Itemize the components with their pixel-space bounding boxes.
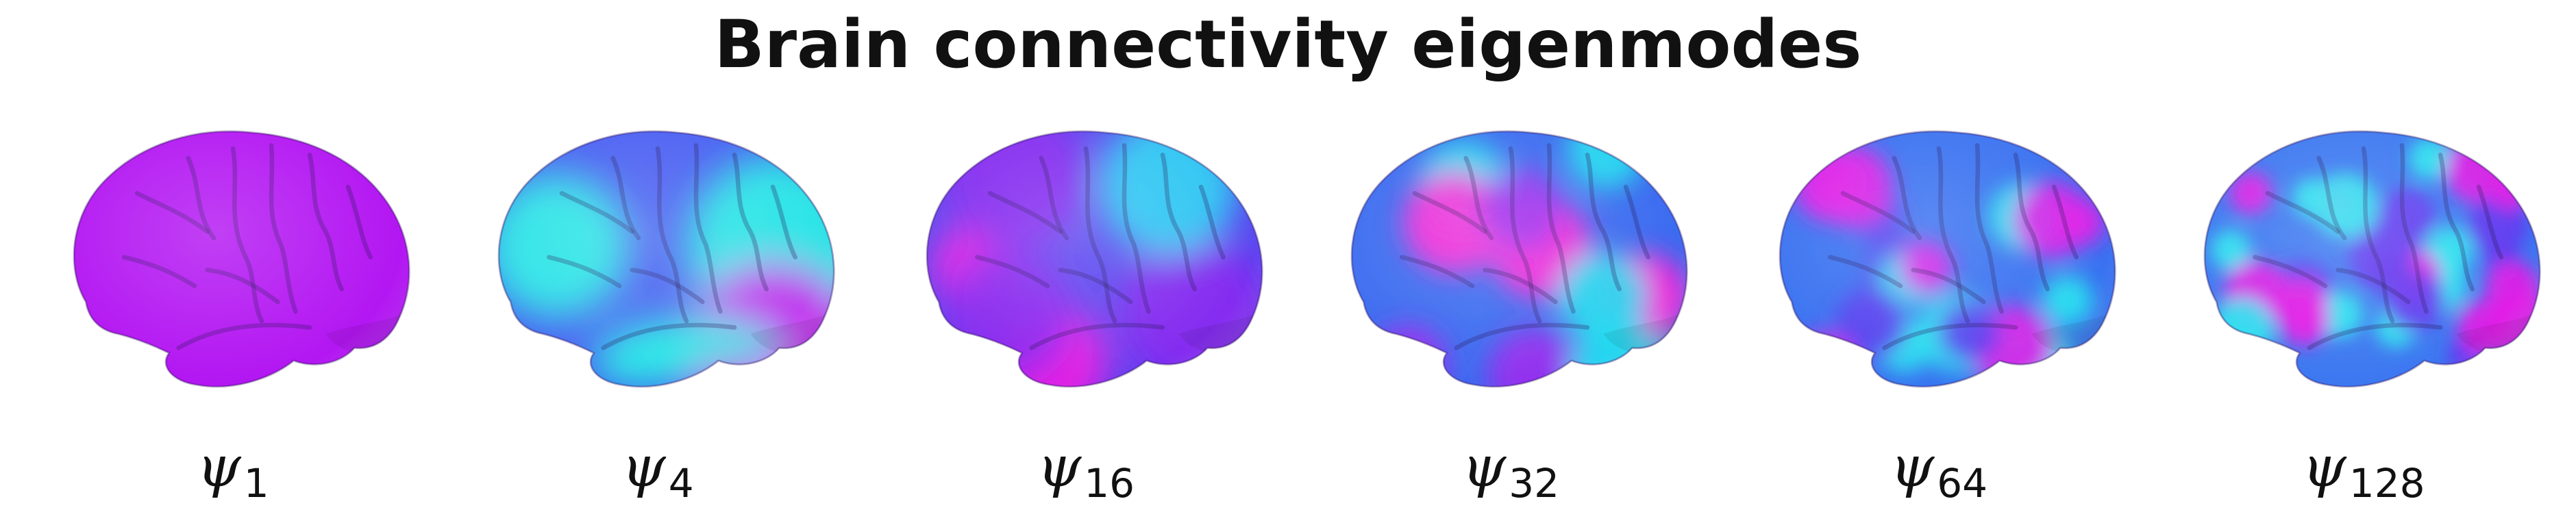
psi-symbol: ψ xyxy=(1890,435,1935,500)
psi-symbol: ψ xyxy=(1037,435,1082,500)
mode-label-32: ψ32 xyxy=(1374,430,1648,507)
mode-index-subscript: 1 xyxy=(243,460,269,507)
psi-symbol: ψ xyxy=(2302,435,2346,500)
mode-index-subscript: 32 xyxy=(1509,460,1560,507)
figure-title: Brain connectivity eigenmodes xyxy=(714,6,1862,83)
brain-surface-mode-32 xyxy=(1319,110,1702,418)
psi-symbol: ψ xyxy=(197,435,241,500)
mode-index-subscript: 4 xyxy=(668,460,694,507)
mode-label-16: ψ16 xyxy=(949,430,1223,507)
activation-blob xyxy=(1792,333,1856,387)
mode-index-subscript: 128 xyxy=(2349,460,2425,507)
mode-label-64: ψ64 xyxy=(1802,430,2076,507)
brain-surface-mode-64 xyxy=(1747,110,2131,418)
brain-surface-mode-128 xyxy=(2172,110,2555,418)
psi-symbol: ψ xyxy=(1461,435,1507,500)
brain-surface-mode-4 xyxy=(466,110,850,418)
psi-symbol: ψ xyxy=(621,435,666,500)
mode-label-4: ψ4 xyxy=(521,430,795,507)
mode-label-1: ψ1 xyxy=(96,430,370,507)
brain-surface-mode-16 xyxy=(894,110,1278,418)
mode-index-subscript: 64 xyxy=(1937,460,1988,507)
brain-surface-mode-1 xyxy=(41,110,425,418)
mode-label-128: ψ128 xyxy=(2227,430,2501,507)
mode-index-subscript: 16 xyxy=(1084,460,1135,507)
